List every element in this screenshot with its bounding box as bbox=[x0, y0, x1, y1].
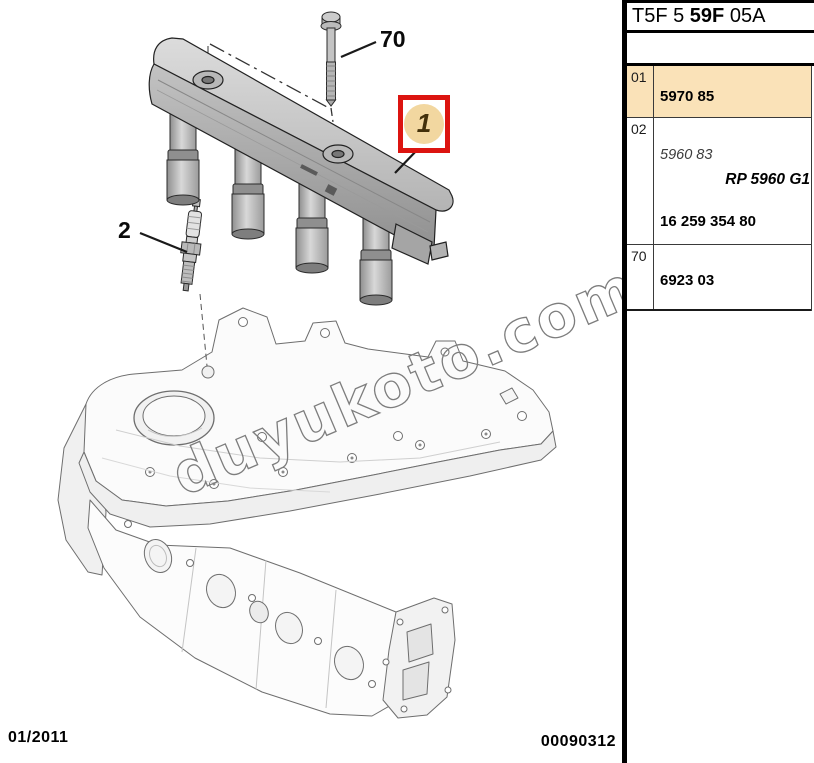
part-number-70: 6923 03 bbox=[660, 272, 715, 289]
footer-document-number: 00090312 bbox=[540, 733, 616, 750]
item-ref-70: 70 bbox=[631, 248, 647, 264]
oil-cap-drawing bbox=[133, 390, 215, 446]
coil-boots-drawing bbox=[166, 113, 393, 306]
coil-rail-drawing bbox=[148, 37, 454, 265]
diagram-area: duyukoto.com bbox=[8, 11, 622, 750]
column-divider bbox=[653, 118, 654, 244]
callout-1-highlight-box[interactable]: 1 bbox=[398, 95, 450, 153]
part-number-01: 5970 85 bbox=[660, 88, 715, 105]
superseded-part-number-02: 5960 83 bbox=[660, 147, 713, 163]
replacement-note-02: RP 5960 G1 bbox=[725, 171, 810, 188]
bolt-drawing bbox=[320, 11, 342, 107]
parts-table-panel: T5F 5 59F 05A 01 5970 85 02 5960 83 RP 5… bbox=[627, 0, 814, 763]
part-code-prefix: T5F 5 bbox=[632, 5, 690, 27]
part-code-bold: 59F bbox=[689, 5, 725, 27]
callout-1-number: 1 bbox=[416, 107, 432, 138]
item-ref-01: 01 bbox=[631, 69, 647, 85]
column-divider bbox=[653, 245, 654, 309]
parts-rows: 01 5970 85 02 5960 83 RP 5960 G1 16 259 … bbox=[627, 66, 812, 311]
column-divider bbox=[653, 66, 654, 117]
engine-head-drawing bbox=[57, 307, 557, 719]
table-row-item-02[interactable]: 02 5960 83 RP 5960 G1 16 259 354 80 bbox=[627, 118, 811, 245]
part-code-header: T5F 5 59F 05A bbox=[627, 0, 814, 33]
item-ref-02: 02 bbox=[631, 121, 647, 137]
empty-header-row bbox=[627, 33, 814, 66]
spark-plug-drawing bbox=[180, 198, 208, 367]
callout-label-2[interactable]: 2 bbox=[118, 217, 131, 243]
part-number-02: 16 259 354 80 bbox=[660, 213, 756, 230]
footer-date: 01/2011 bbox=[8, 729, 69, 746]
part-code-suffix: 05A bbox=[724, 5, 766, 27]
callout-1-circle: 1 bbox=[404, 104, 444, 144]
exploded-view-drawing: duyukoto.com bbox=[57, 11, 622, 719]
callout-label-70[interactable]: 70 bbox=[380, 26, 406, 52]
panel-divider bbox=[622, 0, 627, 763]
table-row-item-01[interactable]: 01 5970 85 bbox=[627, 66, 811, 118]
table-row-item-70[interactable]: 70 6923 03 bbox=[627, 245, 811, 311]
